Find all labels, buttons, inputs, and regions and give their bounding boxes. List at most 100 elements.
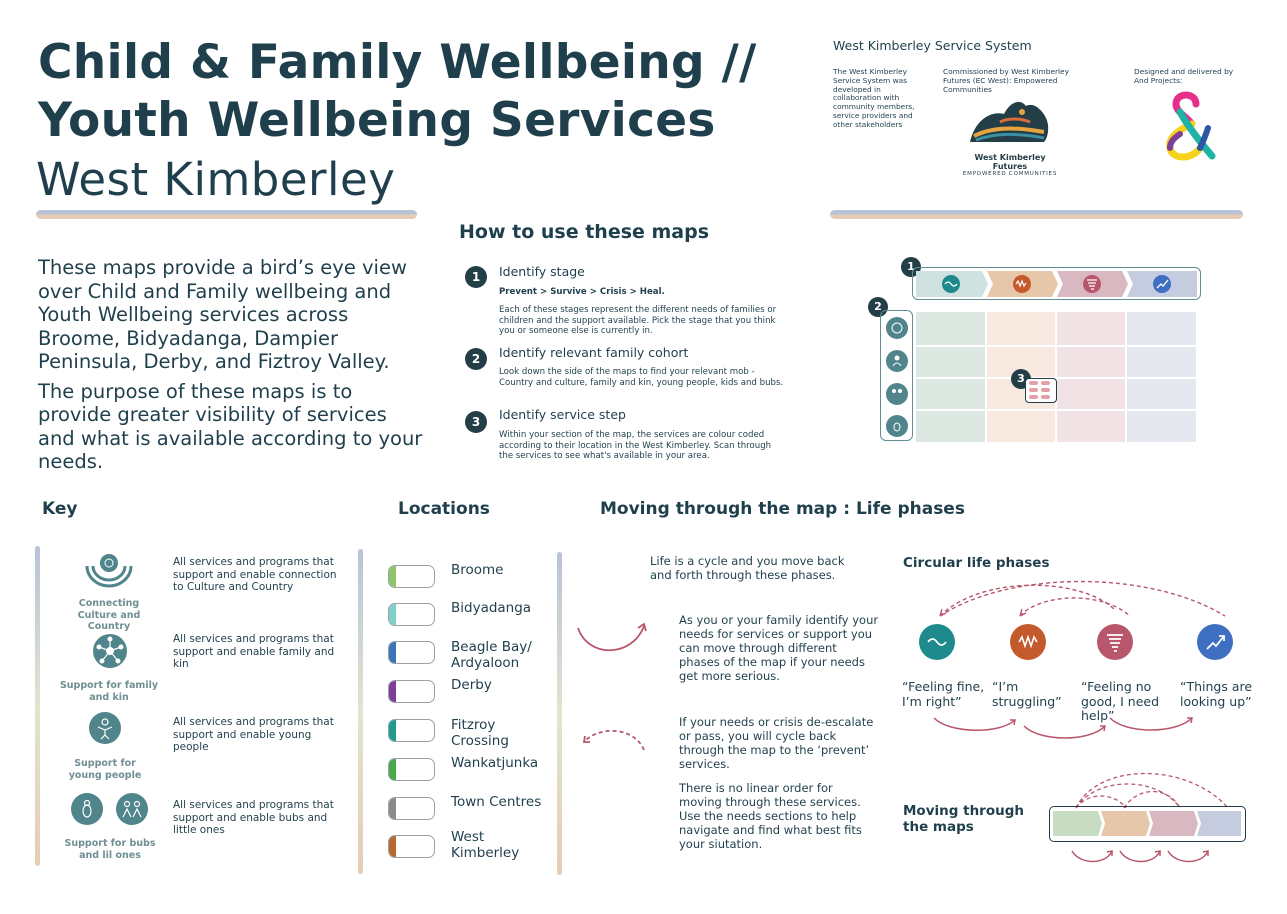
forward-arrow-icon: [577, 622, 647, 652]
key-label-bubs: Support for bubs and lil ones: [64, 838, 156, 861]
step-1-title: Identify stage: [499, 264, 585, 279]
location-label: West Kimberley: [451, 829, 520, 861]
phase-return-arrows-icon: [939, 580, 1226, 617]
key-text-culture: All services and programs that support a…: [173, 556, 337, 593]
mini-map-service-cluster: [1025, 378, 1057, 403]
location-color-bar: [389, 604, 396, 625]
location-swatch: [388, 797, 435, 820]
wk-futures-logo-subtext: EMPOWERED COMMUNITIES: [962, 171, 1058, 177]
grid-divider: [916, 409, 1196, 411]
location-label: Broome: [451, 562, 504, 578]
step-2-body: Look down the side of the maps to find y…: [499, 367, 784, 388]
location-color-bar: [389, 566, 396, 587]
key-divider: [35, 546, 40, 866]
backward-arrow-icon: [582, 730, 645, 751]
location-color-bar: [389, 720, 396, 741]
moving-title: Moving through the map : Life phases: [600, 499, 965, 519]
location-swatch: [388, 565, 435, 588]
location-label: Wankatjunka: [451, 755, 539, 771]
location-label: Beagle Bay/ Ardyaloon: [451, 639, 532, 671]
wk-futures-logo-text: West Kimberley Futures: [974, 153, 1046, 171]
moving-maps-return-arrows-icon: [1075, 773, 1229, 809]
culture-country-icon: [85, 554, 133, 588]
locations-title: Locations: [398, 499, 490, 519]
ampersand-logo-icon: [1166, 91, 1216, 161]
locations-divider-left: [358, 549, 363, 874]
quote-prevent: “Feeling fine, I’m right”: [902, 679, 985, 709]
location-color-bar: [389, 681, 396, 702]
service-chips-icon: [1029, 381, 1050, 399]
grid-divider: [916, 345, 1196, 347]
service-system-title: West Kimberley Service System: [833, 38, 1032, 53]
page-title: Child & Family Wellbeing // Youth Wellbe…: [38, 34, 757, 150]
intro-paragraph-2: The purpose of these maps is to provide …: [38, 379, 423, 474]
key-title: Key: [42, 499, 78, 519]
location-swatch: [388, 680, 435, 703]
and-projects-logo: [1158, 90, 1218, 164]
key-label-culture: Connecting Culture and Country: [77, 598, 141, 632]
location-swatch: [388, 641, 435, 664]
moving-paragraph-2: As you or your family identify your need…: [679, 613, 879, 683]
mini-map-cohort-column: [880, 310, 913, 441]
location-label: Bidyadanga: [451, 600, 532, 616]
mini-map-cohort-icons: [886, 317, 908, 437]
phase-crisis-icon: [1097, 624, 1133, 660]
howto-title: How to use these maps: [459, 221, 710, 243]
quote-survive: “I’m struggling”: [992, 679, 1062, 709]
wk-futures-logo: West Kimberley Futures EMPOWERED COMMUNI…: [960, 92, 1060, 177]
key-text-bubs: All services and programs that support a…: [173, 799, 334, 836]
phase-prevent-icon: [919, 624, 955, 660]
commissioned-by-text: Commissioned by West Kimberley Futures (…: [943, 67, 1069, 94]
header-rule: [830, 210, 1243, 219]
step-2-number: 2: [465, 348, 487, 370]
location-color-bar: [389, 836, 396, 857]
mini-map-stage-chevrons: [916, 271, 1197, 297]
location-swatch: [388, 603, 435, 626]
key-text-family: All services and programs that support a…: [173, 633, 335, 670]
service-system-description: The West Kimberley Service System was de…: [833, 67, 915, 129]
locations-divider-right: [557, 552, 562, 875]
mini-map-stage-row: [912, 267, 1201, 300]
mini-map-grid: [916, 312, 1196, 442]
phase-survive-icon: [1010, 624, 1046, 660]
young-people-icon: [89, 712, 121, 744]
phase-heal-icon: [1197, 624, 1233, 660]
location-swatch: [388, 719, 435, 742]
step-3-body: Within your section of the map, the serv…: [499, 430, 772, 461]
location-label: Town Centres: [451, 794, 542, 810]
intro-text: These maps provide a bird’s eye view ove…: [38, 256, 423, 480]
moving-paragraph-3: If your needs or crisis de-escalate or p…: [679, 715, 874, 771]
key-text-young: All services and programs that support a…: [173, 716, 334, 753]
location-swatch: [388, 758, 435, 781]
intro-paragraph-1: These maps provide a bird’s eye view ove…: [38, 256, 407, 373]
wk-futures-emblem-icon: [970, 101, 1049, 142]
title-line-2: Youth Wellbeing Services: [38, 93, 716, 148]
step-1-body: Each of these stages represent the diffe…: [499, 305, 777, 336]
moving-maps-stage-bar: [1049, 806, 1246, 842]
title-rule: [36, 210, 417, 219]
quote-crisis: “Feeling no good, I need help”: [1081, 679, 1160, 723]
phase-forward-arrows-icon: [933, 717, 1193, 739]
page-subtitle: West Kimberley: [36, 153, 396, 206]
moving-maps-forward-arrows-icon: [1071, 850, 1209, 863]
step-1-number: 1: [465, 266, 487, 288]
circular-phases-title: Circular life phases: [903, 555, 1050, 571]
key-label-young: Support for young people: [68, 758, 142, 781]
title-line-1: Child & Family Wellbeing //: [38, 35, 757, 90]
location-swatch: [388, 835, 435, 858]
location-color-bar: [389, 759, 396, 780]
designed-by-text: Designed and delivered by And Projects:: [1134, 67, 1234, 85]
location-label: Derby: [451, 677, 492, 693]
bubs-icon: [71, 793, 148, 825]
key-label-family: Support for family and kin: [59, 680, 159, 703]
step-1-stages: Prevent > Survive > Crisis > Heal.: [499, 287, 665, 297]
family-kin-icon: [93, 634, 127, 668]
location-label: Fitzroy Crossing: [451, 717, 509, 749]
location-color-bar: [389, 642, 396, 663]
moving-maps-title: Moving through the maps: [903, 803, 1024, 835]
location-color-bar: [389, 798, 396, 819]
step-2-title: Identify relevant family cohort: [499, 345, 689, 360]
quote-heal: “Things are looking up”: [1180, 679, 1253, 709]
moving-paragraph-4: There is no linear order for moving thro…: [679, 781, 862, 851]
grid-divider: [916, 377, 1196, 379]
